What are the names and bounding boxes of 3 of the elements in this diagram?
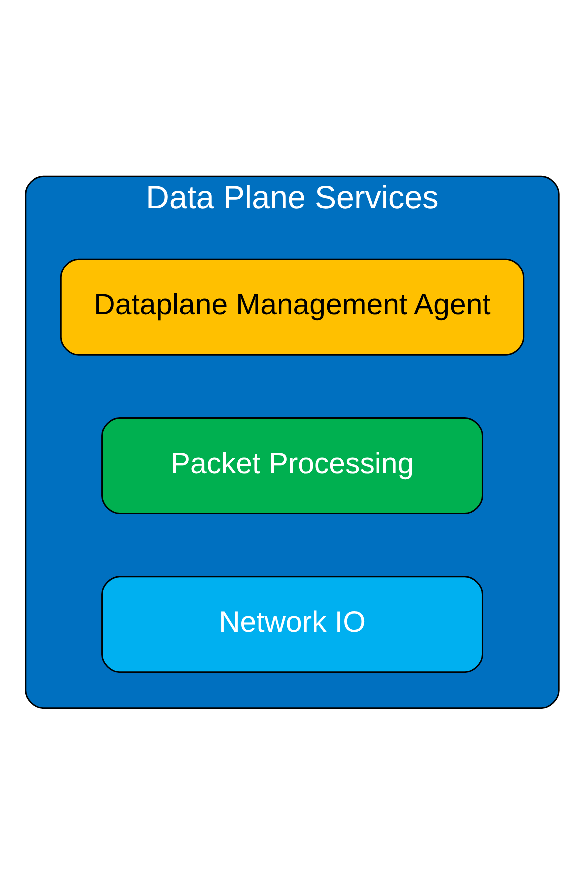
node-box: Network IO [102, 576, 484, 673]
node-box: Packet Processing [102, 417, 484, 514]
node-box: Dataplane Management Agent [60, 258, 525, 356]
